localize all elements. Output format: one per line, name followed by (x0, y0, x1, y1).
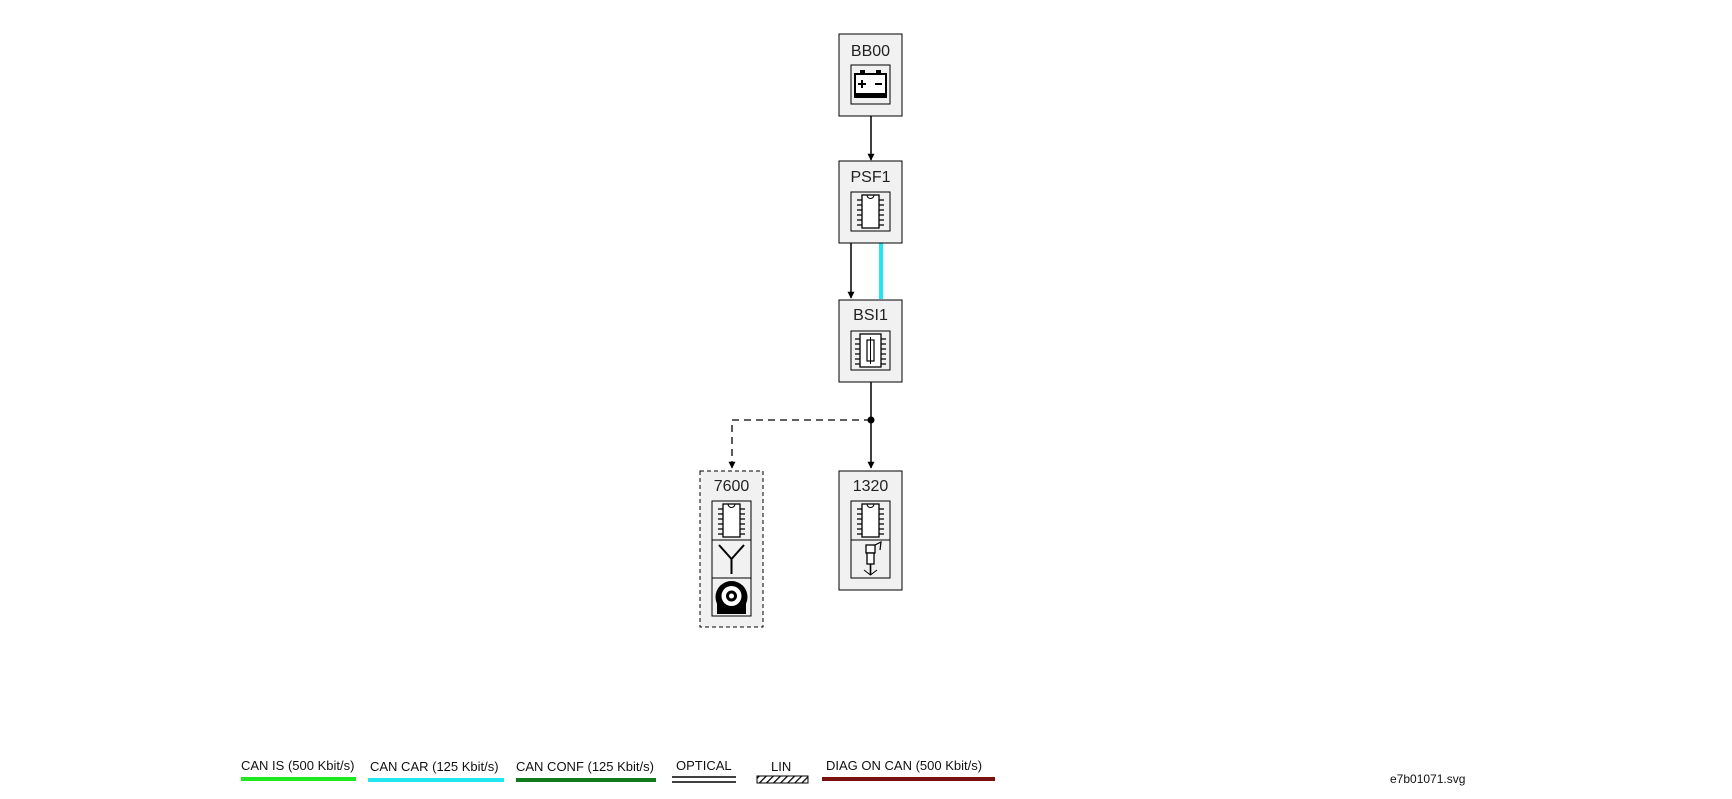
chip-icon (850, 191, 891, 232)
legend-item-optical: OPTICAL (672, 758, 736, 783)
legend: CAN IS (500 Kbit/s) CAN CAR (125 Kbit/s)… (241, 758, 995, 784)
node-psf1-label: PSF1 (850, 169, 890, 186)
node-bsi1[interactable]: BSI1 (838, 299, 903, 383)
battery-icon (850, 64, 891, 105)
legend-item-can-conf: CAN CONF (125 Kbit/s) (516, 759, 656, 782)
legend-label: OPTICAL (676, 758, 732, 773)
file-name-label: e7b01071.svg (1390, 772, 1465, 786)
node-bb00[interactable]: BB00 (838, 33, 903, 117)
chip-icon (850, 500, 891, 541)
legend-label: CAN IS (500 Kbit/s) (241, 758, 354, 773)
node-1320-label: 1320 (853, 478, 889, 495)
legend-label: CAN CONF (125 Kbit/s) (516, 759, 654, 774)
injector-icon (850, 539, 891, 579)
legend-item-can-is: CAN IS (500 Kbit/s) (241, 758, 356, 781)
antenna-icon (711, 539, 752, 579)
wire-bsi1-7600-optional (728, 419, 871, 469)
connections (728, 116, 883, 469)
node-bsi1-label: BSI1 (853, 307, 888, 324)
node-psf1[interactable]: PSF1 (838, 160, 903, 244)
chip-fuse-icon (850, 330, 891, 371)
node-7600-label: 7600 (714, 478, 750, 495)
legend-item-lin: LIN (756, 759, 809, 784)
legend-label: CAN CAR (125 Kbit/s) (370, 759, 499, 774)
legend-item-can-car: CAN CAR (125 Kbit/s) (368, 759, 504, 782)
node-bb00-label: BB00 (851, 43, 890, 60)
legend-item-diag-on-can: DIAG ON CAN (500 Kbit/s) (822, 758, 995, 781)
legend-label: LIN (771, 759, 791, 774)
node-1320[interactable]: 1320 (838, 470, 903, 591)
chip-icon (711, 500, 752, 541)
speaker-icon (711, 577, 752, 617)
legend-label: DIAG ON CAN (500 Kbit/s) (826, 758, 982, 773)
node-7600[interactable]: 7600 (699, 470, 764, 628)
